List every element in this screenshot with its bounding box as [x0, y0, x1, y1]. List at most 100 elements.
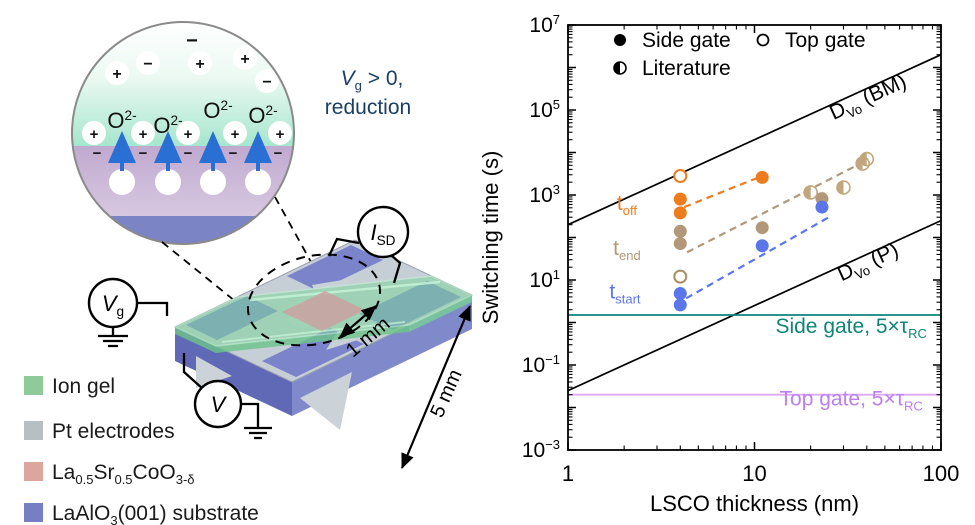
legend-swatch-pt: [24, 421, 43, 440]
inset-outline: [71, 21, 295, 245]
inset-zoom-circle: − + − + + − O2- O2- O2- O2- + + + + + −: [71, 21, 295, 245]
data-point: [673, 269, 688, 284]
ion-circle: [136, 51, 160, 75]
series-literature: [803, 151, 875, 200]
x-tick-label: 100: [923, 461, 960, 486]
series-t-end-side-gate: [673, 192, 829, 251]
v-wire-left: [182, 353, 204, 390]
y-tick-label: 10−3: [522, 437, 560, 462]
trend-line: [683, 177, 758, 209]
rc-limit-label: Top gate, 5×τRC: [780, 388, 923, 414]
minus-charge: −: [184, 145, 193, 162]
interface-charges: + + + + + − − − − −: [82, 121, 292, 162]
switching-time-chart: DVo (BM)DVo (P)Side gate, 5×τRC Top gate,…: [480, 12, 959, 516]
minus-charge: −: [139, 145, 148, 162]
trend-line: [685, 214, 833, 300]
lsco-channel-top: [282, 291, 365, 331]
data-point: [673, 224, 687, 238]
legend-swatch-lsco: [24, 462, 43, 481]
plus-ion: +: [184, 126, 193, 143]
legend-label: Top gate: [785, 29, 866, 52]
data-point: [673, 168, 688, 183]
device-3d: 1 mm 5 mm: [173, 239, 474, 470]
x-axis-label: LSCO thickness (nm): [650, 491, 859, 516]
rc-limit-label: Side gate, 5×τRC: [775, 315, 926, 341]
ref-line: [567, 53, 942, 226]
data-point: [756, 33, 770, 47]
side-electrode: [196, 356, 232, 388]
device-schematic: − + − + + − O2- O2- O2- O2- + + + + + −: [24, 21, 474, 525]
ion-circle: [188, 51, 212, 75]
gel-ions: − + − + + −: [105, 30, 279, 93]
oxygen-ion-labels: O2- O2- O2- O2-: [107, 98, 277, 138]
data-point: [755, 170, 769, 184]
plus-ion: +: [240, 51, 249, 68]
plus-ion: +: [195, 56, 204, 73]
vg-ground: [98, 327, 128, 348]
zoom-ellipse: [246, 253, 382, 347]
o2-label: O2-: [248, 103, 277, 128]
plus-ion: +: [90, 126, 99, 143]
trend-line: [686, 160, 866, 254]
minus-charge: −: [229, 145, 238, 162]
data-point: [673, 192, 687, 206]
materials-legend: Ion gel Pt electrodes La0.5Sr0.5CoO3-δ L…: [24, 375, 259, 525]
1mm-arrow: [339, 305, 377, 338]
legend-label-lsco: La0.5Sr0.5CoO3-δ: [52, 461, 195, 487]
y-tick-label: 103: [529, 182, 560, 207]
isd-wire-right: [390, 254, 402, 284]
trend-lines: [683, 160, 866, 300]
y-axis-label: Switching time (s): [480, 151, 503, 325]
instruments: Vg ISD V: [87, 205, 410, 429]
ref-line-label: DVo (P): [834, 238, 903, 288]
gate-voltage-condition: Vg > 0,: [341, 67, 404, 93]
side-electrode: [300, 372, 352, 430]
legend-swatch-substrate: [24, 503, 43, 522]
reference-lines: DVo (BM)DVo (P): [567, 53, 942, 392]
minus-ion: −: [186, 30, 198, 52]
minus-ion: −: [143, 56, 152, 73]
series-t-end-top-gate: [673, 269, 688, 284]
v-meter-label: V: [211, 392, 228, 417]
o2-label: O2-: [107, 108, 136, 133]
data-point: [614, 34, 626, 46]
series-label: tend: [613, 237, 641, 263]
oxygen-vacancies: [108, 131, 272, 195]
gate-condition-text: Vg > 0, reduction: [325, 67, 411, 119]
legend-label: Side gate: [642, 29, 731, 52]
minus-ion: −: [262, 74, 271, 91]
o2-label: O2-: [203, 98, 232, 123]
circuit: [98, 237, 402, 440]
ion-circle: [105, 61, 129, 85]
data-point: [673, 287, 687, 301]
vg-meter-circle: [87, 277, 139, 329]
series-t-off-top-gate: [673, 168, 688, 183]
data-point: [755, 221, 769, 235]
ion-circle: [233, 46, 257, 70]
plus-ion: +: [276, 126, 285, 143]
rc-limit-lines: Side gate, 5×τRC Top gate, 5×τRC: [568, 314, 941, 414]
gel-highlight: [249, 280, 441, 302]
isd-meter-label: ISD: [370, 220, 395, 248]
isd-wire-left: [327, 237, 360, 257]
plus-ion: +: [112, 66, 121, 83]
reduction-label: reduction: [325, 96, 411, 119]
series-t-start-side-gate: [673, 200, 829, 312]
migration-arrows: [108, 131, 272, 171]
minus-charge: −: [93, 145, 102, 162]
data-point: [673, 237, 687, 251]
series-label: toff: [617, 192, 637, 218]
data-point: [815, 200, 829, 214]
x-tick-label: 1: [562, 461, 574, 486]
plus-ion: +: [231, 126, 240, 143]
vg-wire: [137, 301, 169, 316]
x-tick-label: 10: [742, 461, 766, 486]
v-ground: [244, 426, 272, 440]
v-meter-circle: [193, 379, 243, 429]
data-point: [673, 298, 687, 312]
inset-substrate-region: [72, 216, 294, 244]
ion-circle: [255, 69, 279, 93]
